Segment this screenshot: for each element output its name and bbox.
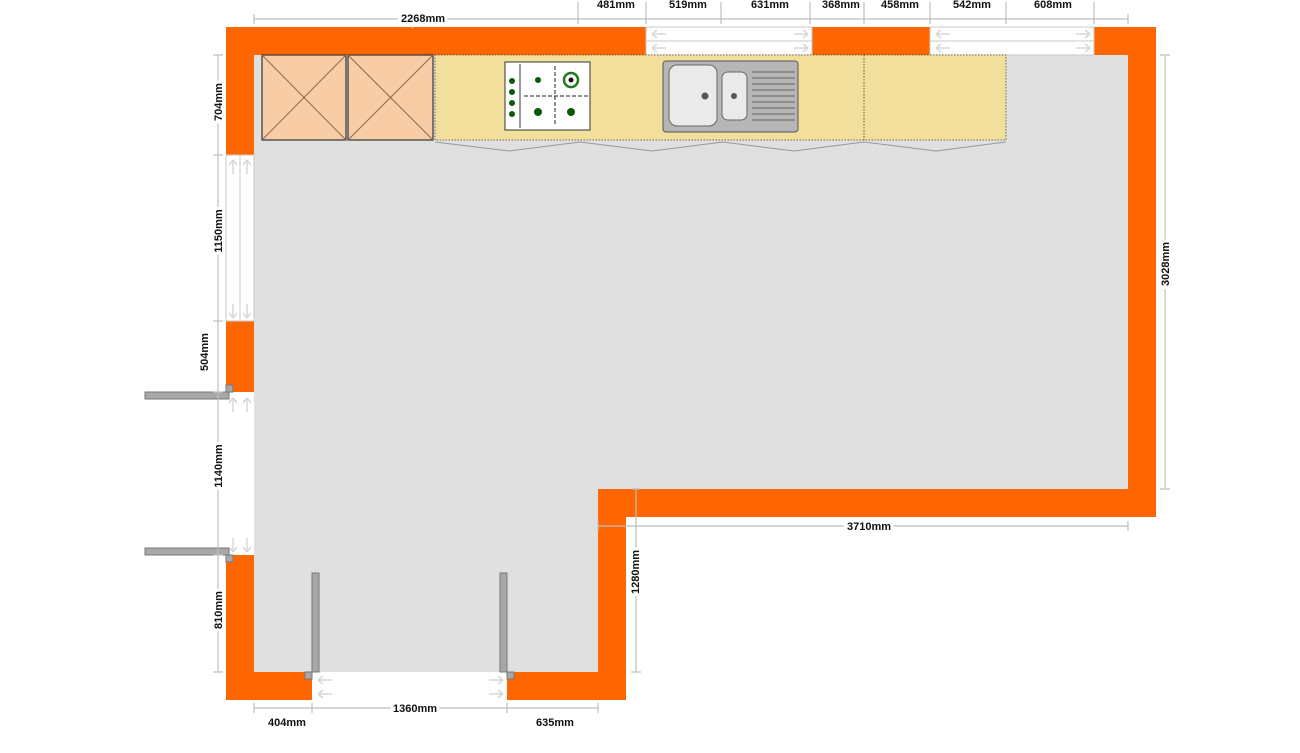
dimension-label-left: 1150mm (213, 209, 225, 253)
dimension-label-top: 631mm (751, 0, 789, 11)
dimension-label-left: 704mm (213, 83, 225, 121)
door-icon[interactable] (499, 572, 508, 673)
door-hinge (506, 671, 515, 680)
window-icon[interactable] (225, 154, 255, 322)
dimension-label-inner-vertical: 1280mm (630, 550, 642, 594)
door-hinge (225, 554, 234, 563)
dimension-label-inner-horizontal: 3710mm (847, 521, 891, 533)
dimension-label-left: 504mm (199, 333, 211, 371)
door-hinge (304, 671, 313, 680)
dimension-label-top: 481mm (597, 0, 635, 11)
door-icon[interactable] (144, 547, 230, 556)
door-hinge (225, 384, 234, 393)
dimension-label-right: 3028mm (1160, 242, 1172, 286)
dimension-label-left: 810mm (213, 591, 225, 629)
dimension-label-bottom: 635mm (536, 717, 574, 729)
move-arrows (228, 29, 1091, 699)
dimension-lines (213, 2, 1170, 713)
double-sink-icon[interactable] (662, 60, 799, 133)
floor (254, 55, 1128, 672)
door-opening[interactable] (312, 672, 507, 700)
window-icon[interactable] (645, 26, 813, 56)
gas-hob-icon[interactable] (504, 61, 591, 131)
appliance-box-icon[interactable] (347, 54, 434, 141)
dimension-label-top: 368mm (822, 0, 860, 11)
dimension-label-top: 458mm (881, 0, 919, 11)
dimension-label-top: 542mm (953, 0, 991, 11)
dimension-label-bottom: 404mm (268, 717, 306, 729)
dimension-label-top: 519mm (669, 0, 707, 11)
door-icon[interactable] (144, 391, 230, 400)
dimension-label-top: 2268mm (401, 13, 445, 25)
dimension-label-bottom: 1360mm (393, 703, 437, 715)
dimension-label-top: 608mm (1034, 0, 1072, 11)
door-icon[interactable] (311, 572, 320, 673)
appliance-box-icon[interactable] (261, 54, 347, 141)
dimension-label-left: 1140mm (213, 444, 225, 488)
window-icon[interactable] (929, 26, 1095, 56)
door-opening[interactable] (226, 392, 254, 555)
